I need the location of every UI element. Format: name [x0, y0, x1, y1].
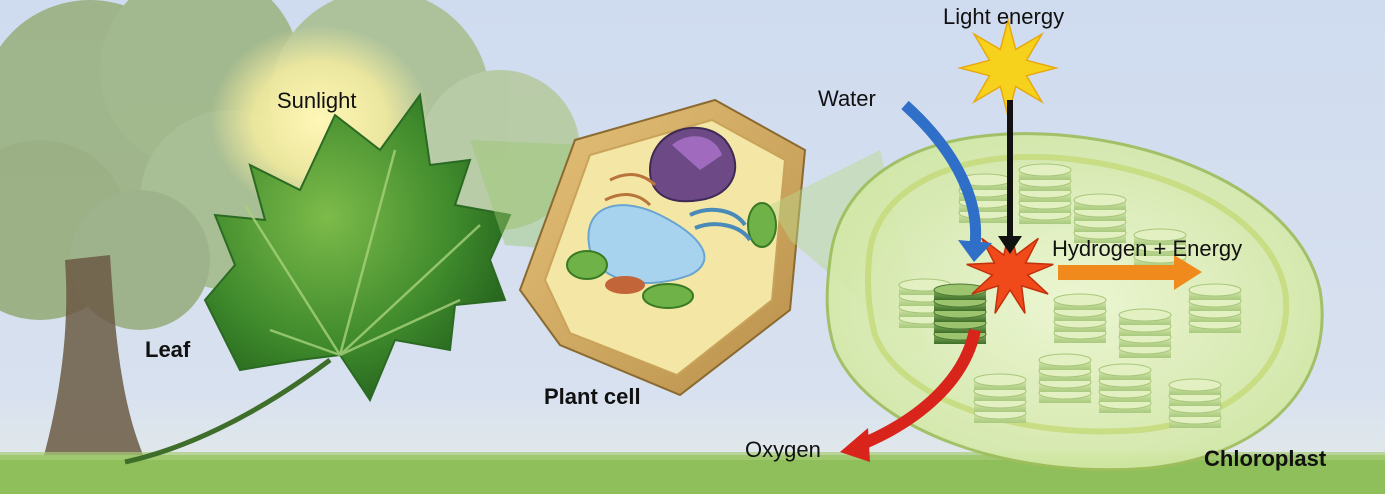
thylakoid-disk-top — [1073, 193, 1127, 207]
thylakoid-disk-top — [1188, 283, 1242, 297]
water-arrow — [901, 100, 982, 246]
thylakoid-disk-top — [1133, 228, 1187, 242]
thylakoid-disk-top — [1168, 378, 1222, 392]
hydrogen-energy-label: Hydrogen + Energy — [1052, 236, 1243, 261]
leaf-label: Leaf — [145, 337, 191, 362]
energy-burst-star — [966, 227, 1054, 314]
thylakoid-disk-top — [1118, 308, 1172, 322]
chloroplast-label: Chloroplast — [1204, 446, 1327, 471]
water-label: Water — [818, 86, 876, 111]
light-energy-label: Light energy — [943, 4, 1065, 29]
thylakoid-disk-top — [1018, 163, 1072, 177]
plant-cell-illustration — [518, 98, 807, 397]
sunlight-label: Sunlight — [277, 88, 357, 113]
plant-cell-label: Plant cell — [544, 384, 641, 409]
hydrogen-energy-arrow — [1058, 265, 1178, 280]
hydrogen-energy-arrowhead — [1174, 255, 1202, 290]
light-energy-arrowhead — [998, 236, 1022, 254]
oxygen-arrowhead — [840, 428, 870, 462]
thylakoid-disk-top — [973, 373, 1027, 387]
oxygen-arrow — [857, 328, 981, 451]
water-arrowhead — [958, 240, 992, 262]
oxygen-label: Oxygen — [745, 437, 821, 462]
thylakoid-disk-top — [1038, 353, 1092, 367]
tree-trunk — [40, 255, 150, 470]
thylakoid-disk-top — [1053, 293, 1107, 307]
leaf-illustration — [124, 92, 512, 465]
thylakoid-disk-top — [1098, 363, 1152, 377]
